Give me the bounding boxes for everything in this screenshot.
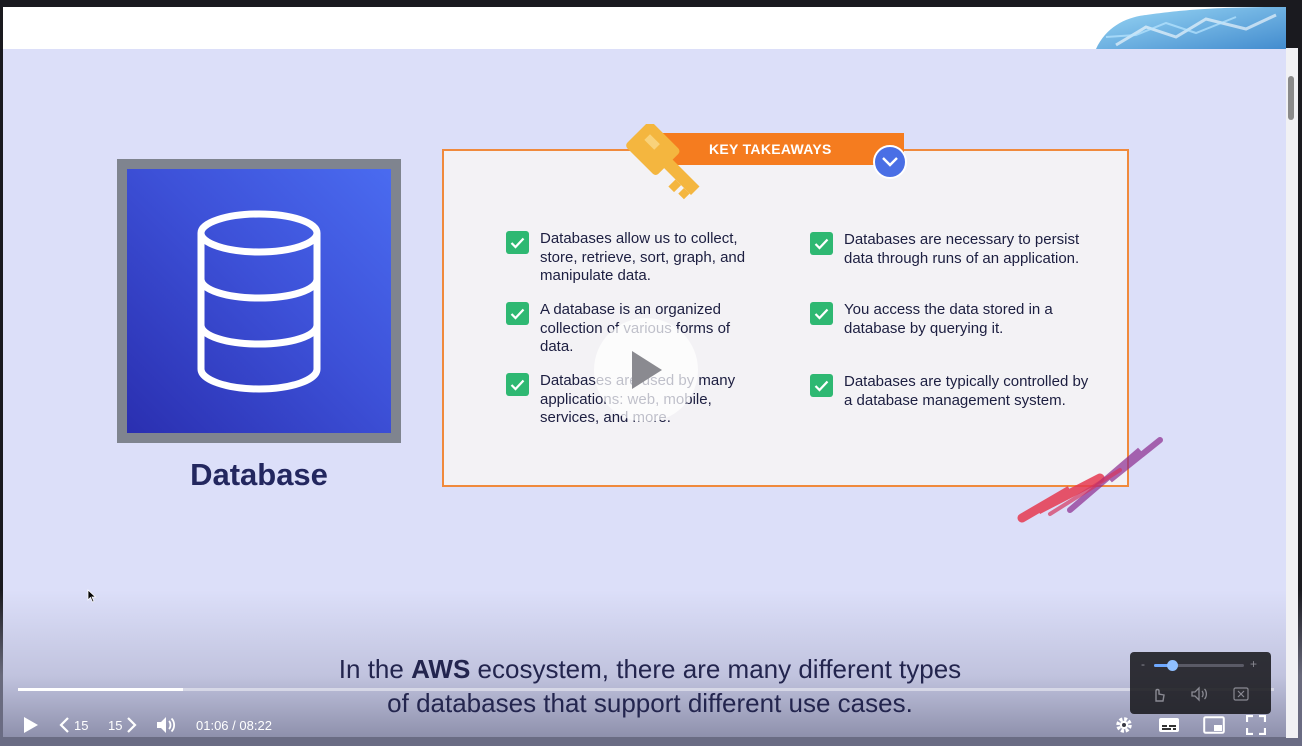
takeaway-item: Databases are typically controlled by a … <box>810 373 1099 410</box>
slide-top-band <box>3 7 1286 49</box>
takeaway-item: Databases allow us to collect, store, re… <box>506 230 775 286</box>
fullscreen-icon <box>1246 715 1266 735</box>
database-icon-tile <box>127 169 391 433</box>
control-bar: 15 15 01:06 / 08:22 <box>0 706 1302 744</box>
checkmark-icon <box>506 231 529 254</box>
paint-splash-decoration <box>1096 7 1286 49</box>
picture-in-picture-icon <box>1203 716 1225 734</box>
play-overlay-button[interactable] <box>594 318 698 422</box>
checkmark-icon <box>810 302 833 325</box>
volume-fill <box>1154 664 1172 667</box>
hand-pointer-icon <box>1155 688 1165 702</box>
checkmark-icon <box>506 373 529 396</box>
settings-button[interactable] <box>1114 706 1134 744</box>
volume-icon <box>157 717 176 733</box>
brush-stroke-decoration <box>1017 437 1163 523</box>
volume-button[interactable] <box>155 706 177 744</box>
database-icon-frame <box>117 159 401 443</box>
scrollbar-thumb[interactable] <box>1288 76 1294 120</box>
volume-plus[interactable]: + <box>1250 657 1258 671</box>
duration: 08:22 <box>239 717 272 733</box>
rewind-15-button[interactable]: 15 <box>58 706 88 744</box>
key-takeaways-banner: KEY TAKEAWAYS <box>663 133 904 165</box>
controls-gradient <box>0 590 1302 746</box>
takeaway-item: Databases are necessary to persist data … <box>810 231 1084 268</box>
forward-15-icon <box>127 717 138 733</box>
play-button[interactable] <box>22 706 40 744</box>
rewind-15-icon <box>59 717 69 733</box>
key-icon <box>626 124 700 200</box>
progress-fill <box>18 688 183 691</box>
volume-icon <box>1191 686 1208 702</box>
database-label: Database <box>190 457 328 492</box>
takeaway-text: Databases are necessary to persist data … <box>844 231 1080 267</box>
forward-seconds: 15 <box>108 717 123 733</box>
caption-line-1: In the AWS ecosystem, there are many dif… <box>338 654 962 684</box>
time-display: 01:06 / 08:22 <box>196 706 272 744</box>
captions-icon <box>1159 718 1179 732</box>
fullscreen-button[interactable] <box>1246 706 1266 744</box>
takeaway-item: You access the data stored in a database… <box>810 301 1089 338</box>
play-icon <box>24 717 38 733</box>
picture-in-picture-button[interactable] <box>1203 706 1225 744</box>
caption-text: In the AWS ecosystem, there are many dif… <box>200 652 1100 720</box>
volume-slider[interactable] <box>1154 660 1244 671</box>
scrollbar[interactable] <box>1286 48 1298 738</box>
checkmark-icon <box>810 374 833 397</box>
checkmark-icon <box>506 302 529 325</box>
close-icon[interactable] <box>1233 687 1249 701</box>
volume-popup: - + <box>1130 652 1271 714</box>
play-icon <box>632 351 662 389</box>
chevron-down-icon[interactable] <box>873 145 907 179</box>
takeaway-text: Databases allow us to collect, store, re… <box>540 230 746 284</box>
captions-button[interactable] <box>1158 706 1180 744</box>
progress-bar[interactable] <box>18 688 1274 691</box>
gear-icon <box>1116 717 1132 733</box>
checkmark-icon <box>810 232 833 255</box>
volume-knob[interactable] <box>1167 660 1178 671</box>
time-separator: / <box>232 717 236 733</box>
volume-minus[interactable]: - <box>1141 657 1145 671</box>
rewind-seconds: 15 <box>74 717 89 733</box>
key-takeaways-panel: Databases allow us to collect, store, re… <box>442 149 1129 487</box>
takeaway-text: You access the data stored in a database… <box>844 301 1053 337</box>
caption-line-2: of databases that support different use … <box>387 688 913 718</box>
forward-15-button[interactable]: 15 <box>108 706 138 744</box>
database-icon <box>197 210 321 393</box>
takeaway-text: Databases are typically controlled by a … <box>844 373 1089 409</box>
current-time: 01:06 <box>196 717 229 733</box>
